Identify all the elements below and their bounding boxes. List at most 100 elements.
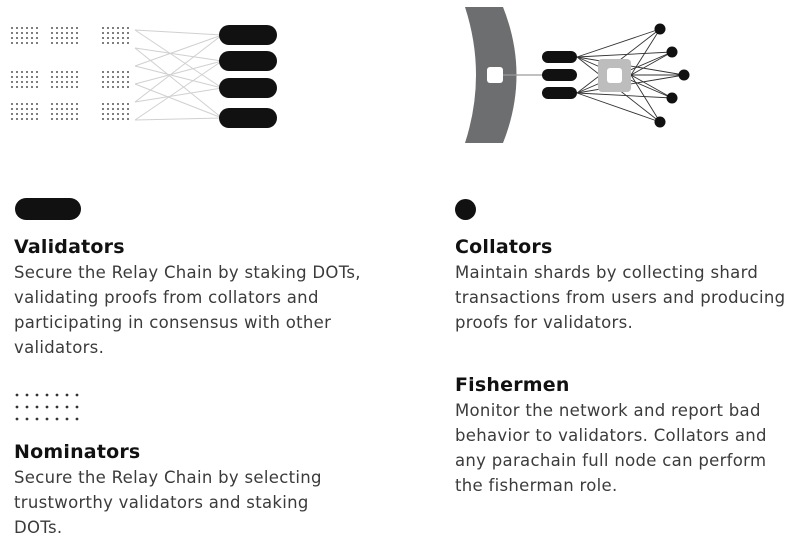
nominator-dot: [61, 103, 63, 105]
nominator-dot: [122, 103, 124, 105]
nominator-dot: [36, 27, 38, 29]
relay-chain-port: [487, 67, 503, 83]
nominator-dot: [75, 393, 79, 397]
nominator-dot: [61, 118, 63, 120]
nominator-dot: [21, 42, 23, 44]
nominator-dot: [36, 86, 38, 88]
nominator-dot: [26, 27, 28, 29]
nominator-dot: [51, 113, 53, 115]
nominator-dot: [112, 42, 114, 44]
nominator-dot: [21, 37, 23, 39]
nominator-dot: [107, 108, 109, 110]
nominator-dot: [112, 32, 114, 34]
nominator-dot: [36, 108, 38, 110]
nominator-dot: [122, 71, 124, 73]
nominator-dot: [61, 76, 63, 78]
nominator-dot-grid: [11, 27, 129, 120]
nominator-dot: [117, 103, 119, 105]
nominator-dot: [66, 118, 68, 120]
nominator-dot: [16, 76, 18, 78]
nominator-dot: [71, 71, 73, 73]
nominator-dot: [45, 417, 49, 421]
nominator-dot: [127, 113, 129, 115]
nominator-dot: [71, 103, 73, 105]
nominator-dot: [122, 118, 124, 120]
nominator-dot: [36, 76, 38, 78]
nominator-dot: [71, 108, 73, 110]
nominator-dot: [66, 86, 68, 88]
nominator-dot: [36, 103, 38, 105]
nominator-dot: [112, 103, 114, 105]
user-node: [666, 92, 678, 104]
nomination-line: [134, 34, 223, 67]
nominator-dot: [75, 417, 79, 421]
nominator-dot: [66, 108, 68, 110]
nominator-dot: [65, 417, 69, 421]
nominator-dot: [31, 86, 33, 88]
description-line: any parachain full node can perform: [455, 451, 767, 470]
nominator-dot: [56, 108, 58, 110]
nominator-dot: [21, 32, 23, 34]
nominator-dot: [26, 42, 28, 44]
nominator-dot: [26, 76, 28, 78]
nominator-dot: [26, 118, 28, 120]
nominator-dot: [11, 113, 13, 115]
nominator-dot: [51, 76, 53, 78]
nominator-dot: [26, 103, 28, 105]
nominator-dot: [102, 27, 104, 29]
nominator-dot: [76, 76, 78, 78]
nominator-dots-icon: [15, 393, 79, 421]
fishermen-description: Monitor the network and report bad behav…: [455, 398, 767, 498]
nominator-dot: [16, 103, 18, 105]
nominator-dot: [122, 27, 124, 29]
validator-pill-icon: [15, 198, 81, 220]
nominator-dot: [21, 86, 23, 88]
nominator-dot: [107, 86, 109, 88]
nominator-dot: [127, 103, 129, 105]
nominator-dot: [127, 27, 129, 29]
nominator-dot: [31, 103, 33, 105]
nominator-dot: [25, 417, 29, 421]
nominator-dot: [127, 81, 129, 83]
nominator-dot: [117, 118, 119, 120]
nominator-dot: [117, 42, 119, 44]
nominator-dot: [127, 71, 129, 73]
nominator-dot: [61, 71, 63, 73]
nominator-dot: [51, 86, 53, 88]
nominator-dot: [102, 76, 104, 78]
nominator-dot: [66, 27, 68, 29]
nominator-dot: [21, 118, 23, 120]
nominator-dot: [51, 108, 53, 110]
nominator-dot: [122, 81, 124, 83]
nominator-dot: [61, 86, 63, 88]
nominator-dot: [117, 71, 119, 73]
nomination-line: [134, 60, 223, 85]
nominator-dot: [107, 71, 109, 73]
nomination-line: [134, 65, 223, 89]
nomination-line: [134, 117, 223, 121]
nominator-dot: [117, 108, 119, 110]
nominator-dot: [122, 32, 124, 34]
nominator-dot: [56, 103, 58, 105]
nominator-dot: [21, 103, 23, 105]
nominator-dot: [102, 103, 104, 105]
nominator-dot: [11, 27, 13, 29]
user-node: [678, 69, 690, 81]
nominator-dot: [31, 71, 33, 73]
nominator-dot: [31, 113, 33, 115]
nominator-dot: [71, 42, 73, 44]
nominator-dot: [15, 393, 19, 397]
nominator-dot: [127, 118, 129, 120]
nominator-dot: [107, 32, 109, 34]
nominator-dot: [117, 76, 119, 78]
nominator-dot: [61, 32, 63, 34]
nominator-dot: [11, 37, 13, 39]
nominator-dot: [127, 37, 129, 39]
nominator-dot: [51, 27, 53, 29]
description-line: proofs for validators.: [455, 313, 634, 332]
nominator-dot: [51, 103, 53, 105]
nominator-dot: [21, 27, 23, 29]
nominator-dot: [102, 86, 104, 88]
nominator-dot: [31, 37, 33, 39]
nominator-dot: [56, 76, 58, 78]
